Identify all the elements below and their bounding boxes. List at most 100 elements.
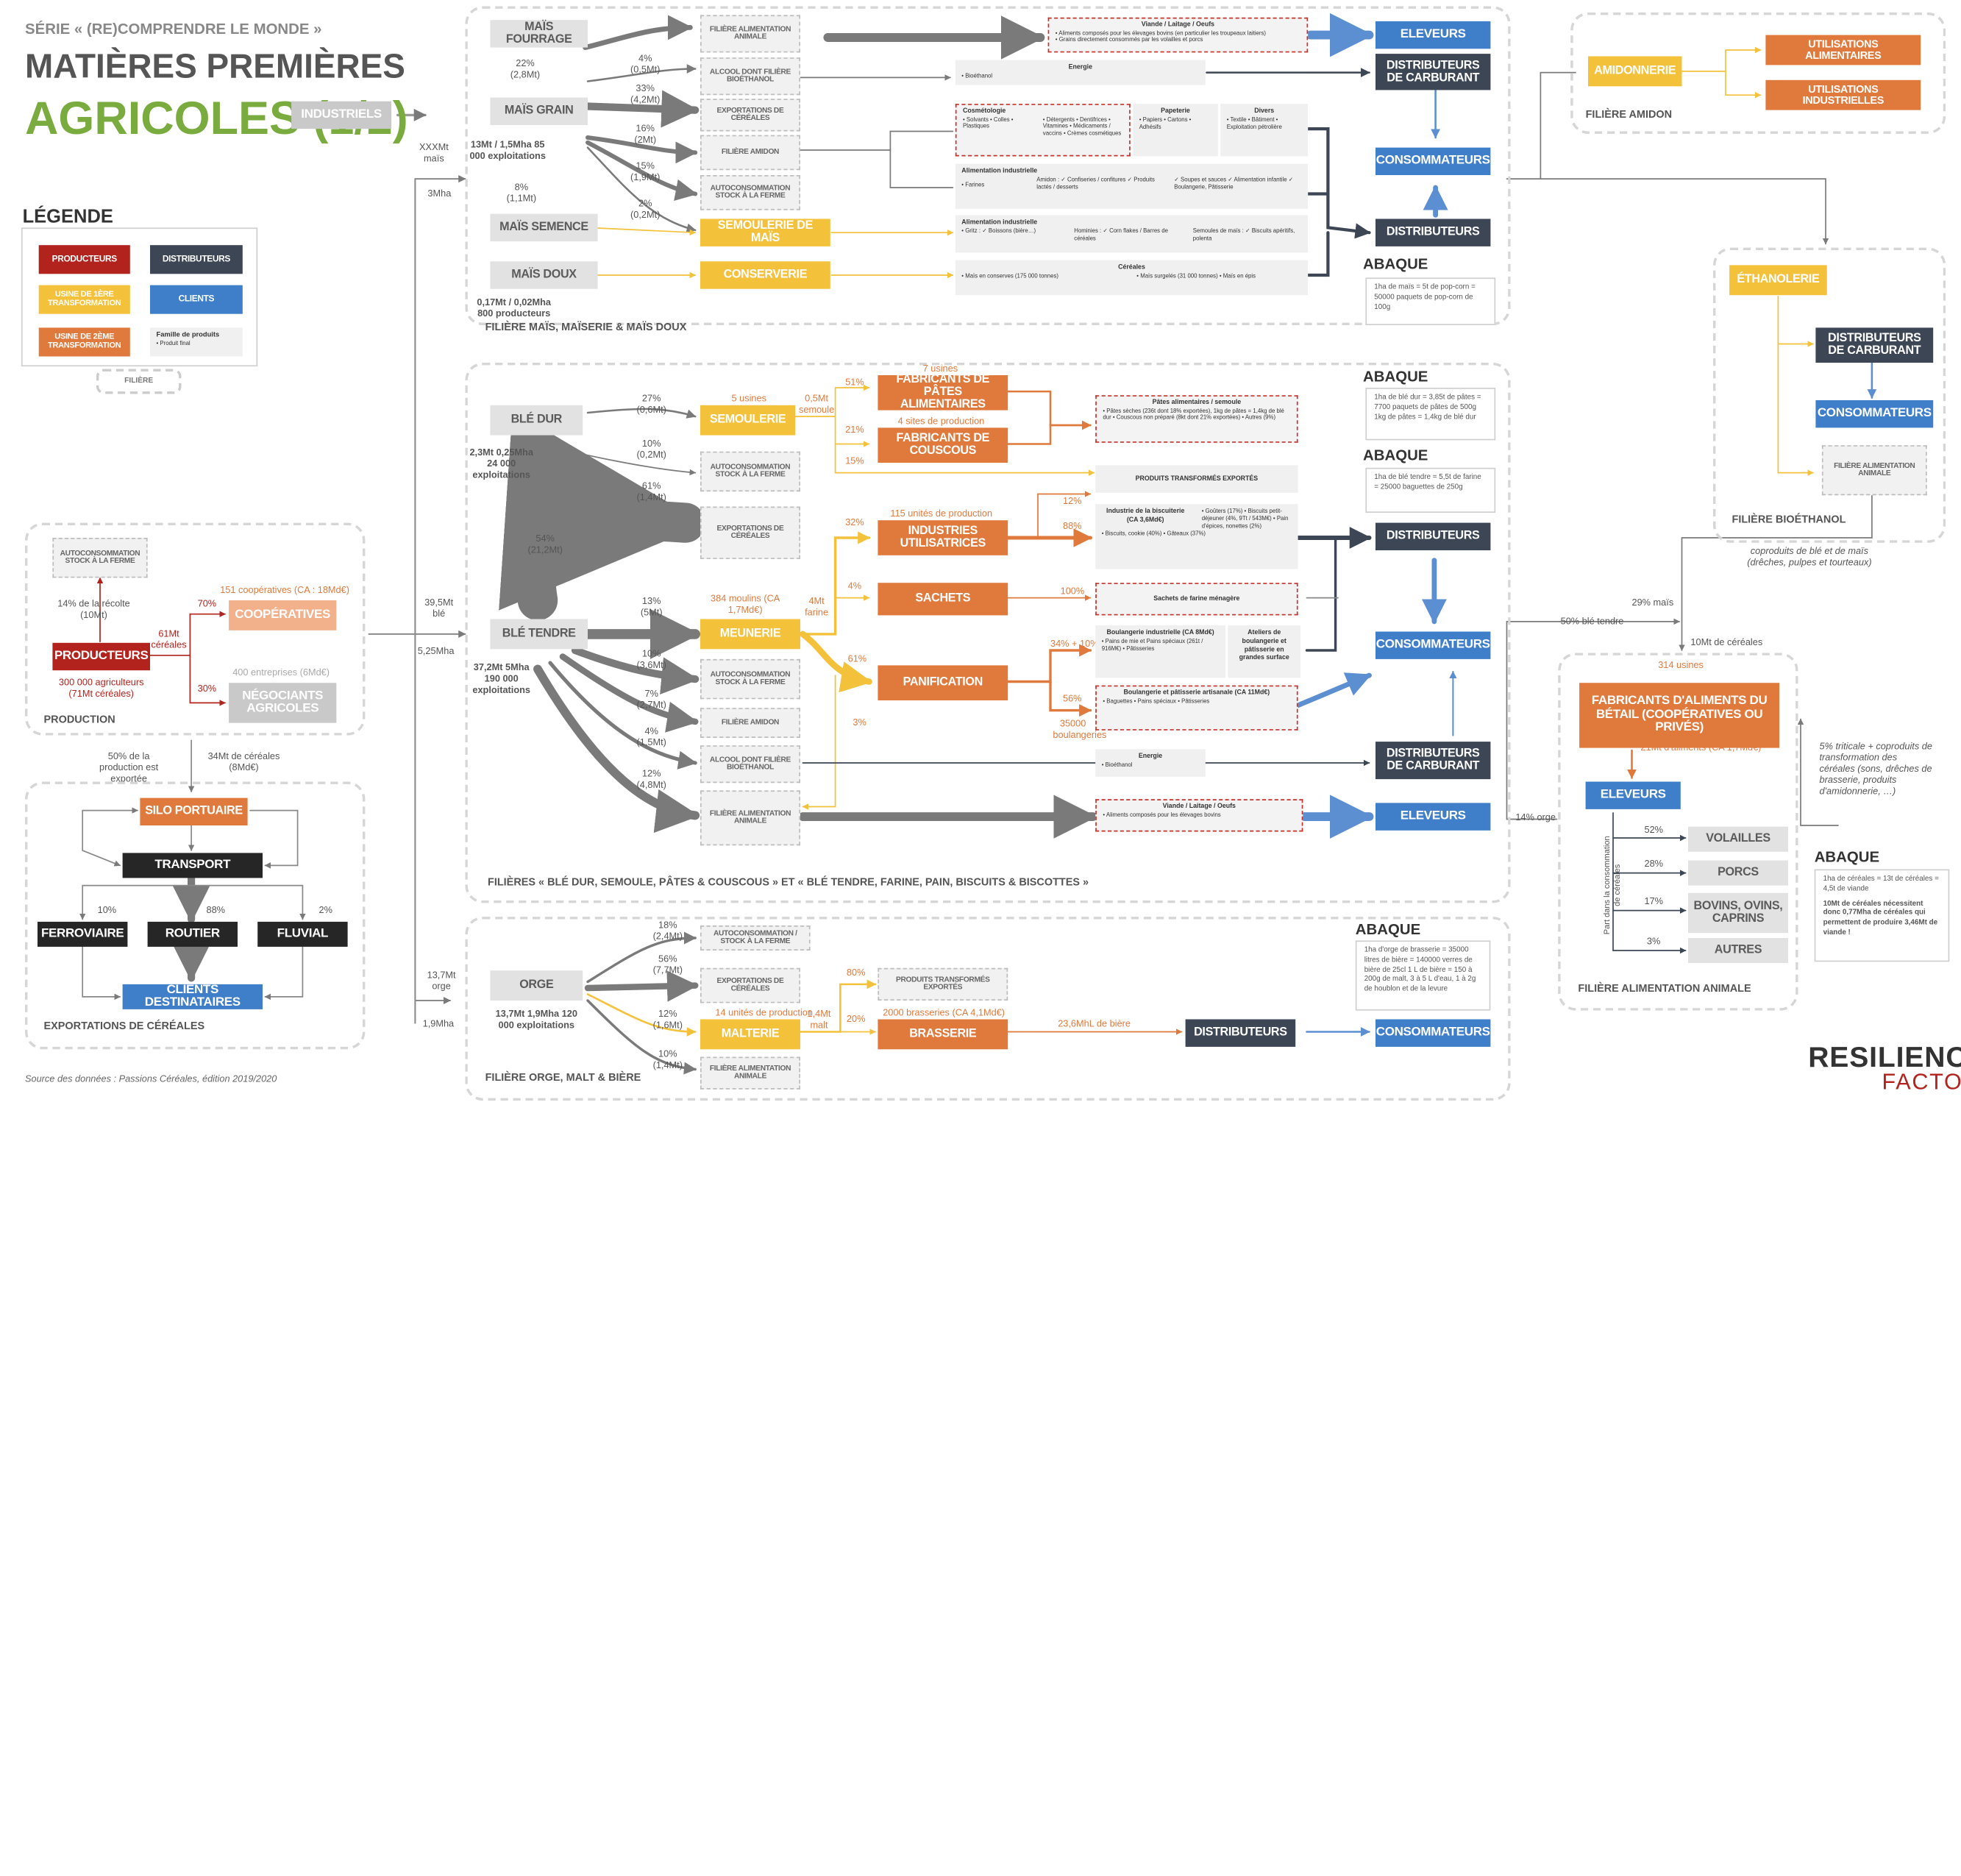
eth-consommateurs: CONSOMMATEURS bbox=[1815, 400, 1933, 427]
neg-info: 400 entreprises (6Md€) bbox=[232, 667, 330, 678]
exports-p50: 50% de la production est exportée bbox=[85, 750, 173, 784]
ble-p54: 54% (21,2Mt) bbox=[525, 533, 565, 555]
mais-energie-title: Energie bbox=[961, 64, 1199, 72]
ble-dur-stats: 2,3Mt 0,25Mha 24 000 exploitations bbox=[469, 447, 534, 480]
routier-box: ROUTIER bbox=[148, 922, 238, 947]
animal-abaque-l1: 1ha de céréales = 13t de céréales = 4,5t… bbox=[1823, 875, 1941, 895]
util-ali: UTILISATIONS ALIMENTAIRES bbox=[1765, 35, 1921, 65]
ble-alcool: ALCOOL DONT FILIÈRE BIOÉTHANOL bbox=[700, 745, 800, 783]
ble-pates-l: • Pâtes sèches (236t dont 18% exportées)… bbox=[1103, 407, 1290, 421]
orge-box: ORGE bbox=[490, 970, 583, 1001]
legend-usine1: USINE DE 1ÈRE TRANSFORMATION bbox=[39, 285, 130, 314]
brass-info: 2000 brasseries (CA 4,1Md€) bbox=[883, 1007, 1005, 1018]
ble-tendre: BLÉ TENDRE bbox=[490, 619, 588, 650]
sachets: SACHETS bbox=[878, 583, 1008, 615]
mais-alcool: ALCOOL DONT FILIÈRE BIOÉTHANOL bbox=[700, 57, 800, 95]
legend-produit-final: • Produit final bbox=[157, 341, 237, 348]
mais-prod-div: Divers • Textile • Bâtiment • Exploitati… bbox=[1220, 104, 1308, 156]
mais-amidon: FILIÈRE AMIDON bbox=[700, 135, 800, 171]
ble-abaque2-title: ABAQUE bbox=[1363, 447, 1428, 464]
fab-couscous: FABRICANTS DE COUSCOUS bbox=[878, 427, 1008, 463]
exports-p2: 2% bbox=[319, 904, 332, 915]
malterie: MALTERIE bbox=[700, 1020, 800, 1050]
mais-viande-title: Viande / Laitage / Oeufs bbox=[1056, 21, 1300, 29]
mais-pap-title: Papeterie bbox=[1139, 107, 1212, 116]
prod-p30: 30% bbox=[198, 683, 217, 694]
orge-p20: 20% bbox=[847, 1013, 866, 1024]
animal-p52: 52% bbox=[1645, 824, 1664, 835]
animal-vertical: Part dans la consommation de céréales bbox=[1604, 835, 1623, 935]
mais-distributeurs: DISTRIBUTEURS bbox=[1375, 219, 1490, 246]
clients-destinataires: CLIENTS DESTINATAIRES bbox=[123, 984, 263, 1009]
page-title: MATIÈRES PREMIÈRES bbox=[25, 48, 405, 87]
coop-info: 151 coopératives (CA : 18Md€) bbox=[220, 584, 349, 595]
ble-distributeurs: DISTRIBUTEURS bbox=[1375, 523, 1490, 550]
legend-producteurs: PRODUCTEURS bbox=[39, 245, 130, 274]
ble-biscuit-title: Industrie de la biscuiterie (CA 3,6Md€) bbox=[1102, 508, 1189, 525]
brand-logo-sub: FACTORY bbox=[1882, 1070, 1961, 1096]
prod-p70: 70% bbox=[198, 598, 217, 609]
eth-coproduits: coproduits de blé et de maïs (drêches, p… bbox=[1740, 545, 1878, 568]
mais-cosm-title: Cosmétologie bbox=[963, 107, 1123, 116]
exports-p10: 10% bbox=[98, 904, 117, 915]
legend-title: LÉGENDE bbox=[23, 207, 113, 228]
orge-caption: FILIÈRE ORGE, MALT & BIÈRE bbox=[485, 1070, 641, 1083]
legend-usine2: USINE DE 2ÈME TRANSFORMATION bbox=[39, 327, 130, 356]
ble-biscuit-l2: • Goûters (17%) • Biscuits petit-déjeune… bbox=[1202, 508, 1292, 530]
legend-distributeurs: DISTRIBUTEURS bbox=[150, 245, 243, 274]
ble-p34: 34% + 10% bbox=[1050, 638, 1099, 649]
ble-pates-title: Pâtes alimentaires / semoule bbox=[1103, 399, 1290, 407]
exports-mt34: 34Mt de céréales (8Md€) bbox=[200, 750, 288, 773]
ble-abaque1-title: ABAQUE bbox=[1363, 368, 1428, 385]
ble-p51: 51% bbox=[845, 377, 864, 388]
brasserie: BRASSERIE bbox=[878, 1020, 1008, 1050]
mais-prod-sem: Alimentation industrielle • Gritz : ✓ Bo… bbox=[955, 215, 1308, 252]
semoulerie: SEMOULERIE bbox=[700, 405, 795, 436]
exports-p88: 88% bbox=[207, 904, 226, 915]
ferroviaire-box: FERROVIAIRE bbox=[38, 922, 127, 947]
mais-viande-l1: • Aliments composés pour les élevages bo… bbox=[1056, 29, 1300, 37]
ble-p32: 32% bbox=[845, 516, 864, 527]
ble-dur: BLÉ DUR bbox=[490, 405, 583, 436]
ble-p10: 10% (0,2Mt) bbox=[634, 438, 669, 461]
trunk-ble: 39,5Mt blé bbox=[420, 597, 458, 619]
mais-div-title: Divers bbox=[1227, 107, 1302, 116]
mais-abaque: 1ha de maïs = 5t de pop-corn = 50000 paq… bbox=[1365, 277, 1495, 325]
couscous-info: 4 sites de production bbox=[898, 415, 985, 426]
animal-caption: FILIÈRE ALIMENTATION ANIMALE bbox=[1578, 982, 1751, 995]
animal-p3: 3% bbox=[1647, 936, 1660, 947]
mais-sem-l1: • Gritz : ✓ Boissons (bière…) bbox=[961, 227, 1074, 235]
ble-viande-title: Viande / Laitage / Oeufs bbox=[1103, 803, 1295, 811]
animal-abaque-title: ABAQUE bbox=[1815, 848, 1879, 866]
ble-p3: 3% bbox=[853, 717, 866, 728]
ble-boul-ind-l: • Pains de mie et Pains spéciaux (261t /… bbox=[1102, 638, 1220, 653]
mais-consommateurs: CONSOMMATEURS bbox=[1375, 148, 1490, 175]
exports-caption: EXPORTATIONS DE CÉRÉALES bbox=[44, 1020, 205, 1032]
fab-info: 21Mt d'aliments (CA 1,7Md€) bbox=[1640, 742, 1761, 753]
transport-box: TRANSPORT bbox=[123, 853, 263, 878]
fluvial-box: FLUVIAL bbox=[257, 922, 347, 947]
ble-boul-ind-title: Boulangerie industrielle (CA 8Md€) bbox=[1102, 629, 1220, 637]
mais-sem-l3: Semoules de maïs : ✓ Biscuits apéritifs,… bbox=[1193, 227, 1302, 242]
mais-p33: 33% (4,2Mt) bbox=[627, 82, 663, 105]
mais-prod-energie: Energie • Bioéthanol bbox=[955, 60, 1206, 85]
legend-famille-title: Famille de produits bbox=[157, 332, 237, 341]
volailles: VOLAILLES bbox=[1688, 827, 1788, 852]
ble-farine-flux: 4Mt farine bbox=[800, 595, 833, 618]
orge-consommateurs: CONSOMMATEURS bbox=[1375, 1020, 1490, 1047]
eth-f-animale: FILIÈRE ALIMENTATION ANIMALE bbox=[1822, 445, 1927, 495]
mais-prod-cer: Céréales • Maïs en conserves (175 000 to… bbox=[955, 260, 1308, 296]
animal-mt10: 10Mt de céréales bbox=[1690, 636, 1762, 647]
ble-p7: 7% (2,7Mt) bbox=[634, 688, 669, 711]
mais-ali-l3: ✓ Soupes et sauces ✓ Alimentation infant… bbox=[1174, 176, 1301, 191]
ble-p61b: 61% bbox=[848, 653, 867, 664]
production-caption: PRODUCTION bbox=[44, 713, 115, 725]
amidonnerie: AMIDONNERIE bbox=[1588, 57, 1682, 87]
legend-filiere: FILIÈRE bbox=[96, 369, 182, 394]
ble-p21: 21% bbox=[845, 424, 864, 435]
mais-exports: EXPORTATIONS DE CÉRÉALES bbox=[700, 99, 800, 131]
mais-p8: 8% (1,1Mt) bbox=[504, 182, 539, 205]
orge-exports: EXPORTATIONS DE CÉRÉALES bbox=[700, 968, 800, 1003]
ble-prod-biscuit: Industrie de la biscuiterie (CA 3,6Md€) … bbox=[1095, 504, 1298, 569]
mais-pap-l: • Papiers • Cartons • Adhésifs bbox=[1139, 116, 1212, 131]
